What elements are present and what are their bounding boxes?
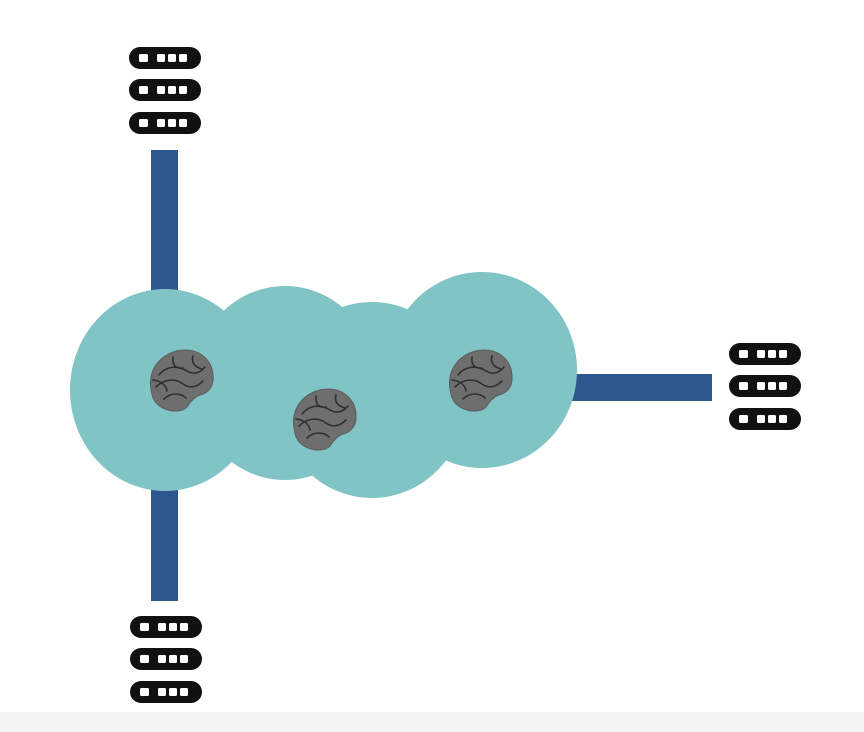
server-stack-bottom-icon [130, 616, 202, 703]
diagram-canvas [70, 47, 801, 703]
link-top [151, 150, 178, 310]
server-stack-right-icon [729, 343, 801, 430]
server-stack-top-icon [129, 47, 201, 134]
bottom-band [0, 712, 864, 732]
